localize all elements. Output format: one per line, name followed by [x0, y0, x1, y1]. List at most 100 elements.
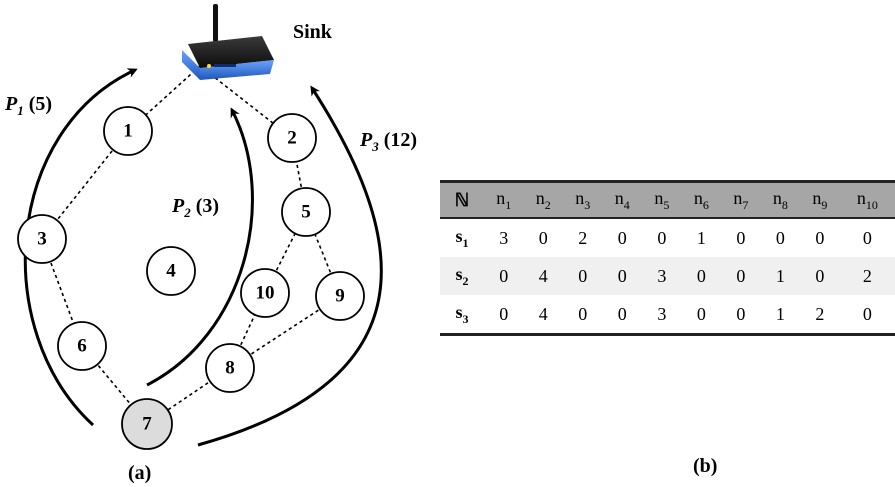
table-cell: 0	[775, 227, 785, 248]
table-cell: 0	[657, 227, 667, 248]
node-circle-7	[121, 398, 173, 450]
node-label-2: 2	[287, 128, 297, 149]
table-cell: 0	[862, 227, 872, 248]
node-5: 5	[281, 187, 331, 237]
table-cell: 1	[696, 227, 706, 248]
column-header-9: n9	[800, 180, 840, 219]
path-label-p2-name: P	[171, 195, 185, 217]
column-header-base: n	[654, 187, 664, 208]
column-header-sub: 6	[702, 197, 709, 212]
path-label-p3: P3 (12)	[359, 129, 417, 154]
column-header-7: n7	[721, 180, 761, 219]
table-cell: 0	[721, 257, 761, 295]
node-label-5: 5	[301, 202, 311, 223]
table-cell: 3	[642, 295, 682, 336]
node-circle-8	[205, 343, 255, 393]
row-header-sub: 2	[462, 273, 469, 288]
row-header-1: s1	[440, 218, 484, 257]
column-header-3: n3	[563, 180, 603, 219]
table-cell: 0	[617, 227, 627, 248]
node-circle-1	[103, 106, 153, 156]
node-circle-9	[315, 271, 365, 321]
path-arrows	[23, 68, 383, 447]
row-header-3: s3	[440, 295, 484, 336]
table-cell: 0	[721, 295, 761, 336]
column-header-base: n	[614, 187, 624, 208]
path-label-p2-count: (3)	[196, 195, 219, 217]
table-cell: 0	[484, 257, 524, 295]
column-header-base: n	[575, 187, 585, 208]
table-cell: 4	[523, 257, 564, 295]
path-label-p1-name: P	[4, 93, 18, 115]
node-label-4: 4	[166, 261, 176, 282]
column-header-sub: 7	[742, 197, 749, 212]
column-header-sub: 9	[821, 197, 828, 212]
node-2: 2	[267, 113, 317, 163]
node-circle-5	[281, 187, 331, 237]
table-cell: 2	[800, 295, 840, 336]
table-cell: 0	[736, 227, 746, 248]
path-label-p3-sub: 3	[371, 139, 379, 154]
table-cell: 3	[499, 227, 509, 248]
column-header-base: n	[535, 187, 545, 208]
table-cell: 1	[760, 295, 801, 336]
table-cell: 0	[681, 257, 722, 295]
path-label-p2: P2 (3)	[171, 195, 219, 220]
row-header-base: s	[455, 225, 463, 246]
node-label-1: 1	[123, 121, 133, 142]
row-header-2: s2	[440, 257, 484, 295]
table-cell: 3	[642, 257, 682, 295]
caption-b: (b)	[693, 455, 718, 477]
corner-cell: ℕ	[440, 180, 484, 219]
table-cell: 0	[538, 227, 548, 248]
table-cell: 0	[800, 257, 840, 295]
column-header-base: n	[693, 187, 703, 208]
node-label-7: 7	[142, 414, 152, 435]
column-header-base: n	[733, 187, 743, 208]
column-header-sub: 3	[584, 197, 591, 212]
column-header-sub: 8	[781, 197, 788, 212]
column-header-6: n6	[681, 180, 722, 219]
column-header-8: n8	[760, 180, 801, 219]
column-header-sub: 1	[505, 197, 512, 212]
node-9: 9	[315, 271, 365, 321]
node-label-10: 10	[256, 283, 275, 304]
column-header-1: n1	[484, 180, 524, 219]
node-circle-4	[146, 246, 196, 296]
column-header-5: n5	[642, 180, 682, 219]
node-8: 8	[205, 343, 255, 393]
node-circle-10	[240, 268, 290, 318]
path-label-p3-count: (12)	[384, 129, 417, 151]
table-cell: 2	[578, 227, 588, 248]
row-header-base: s	[455, 263, 463, 284]
column-header-base: n	[772, 187, 782, 208]
column-header-sub: 4	[623, 197, 630, 212]
node-3: 3	[17, 214, 67, 264]
column-header-base: n	[496, 187, 506, 208]
column-header-4: n4	[602, 180, 643, 219]
path-label-p3-name: P	[359, 129, 373, 151]
path-label-p2-sub: 2	[183, 205, 191, 220]
node-4: 4	[146, 246, 196, 296]
table-cell: 1	[760, 257, 801, 295]
column-header-base: n	[856, 187, 866, 208]
node-label-3: 3	[37, 229, 47, 250]
row-header-sub: 1	[462, 235, 469, 250]
column-header-10: n10	[839, 180, 895, 219]
table-cell: 4	[523, 295, 564, 336]
table-cell: 0	[602, 257, 643, 295]
node-1: 1	[103, 106, 153, 156]
column-header-sub: 2	[544, 197, 551, 212]
table-cell: 0	[563, 257, 603, 295]
table-cell: 0	[681, 295, 722, 336]
column-header-sub: 10	[865, 197, 878, 212]
router-icon	[182, 4, 274, 80]
